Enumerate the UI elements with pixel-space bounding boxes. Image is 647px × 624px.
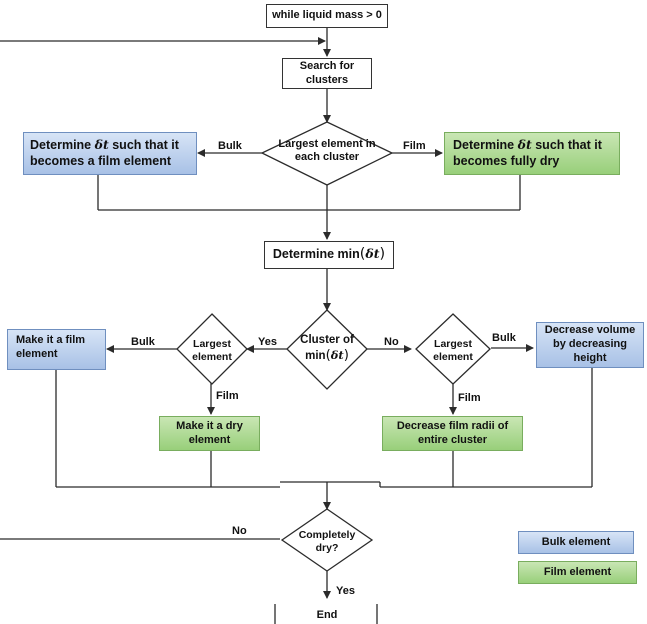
- edge-label-film-right: Film: [458, 392, 481, 404]
- make-film-label: Make it a film element: [16, 334, 86, 360]
- legend-bulk-label: Bulk element: [541, 535, 611, 548]
- legend-film: Film element: [518, 561, 637, 584]
- cluster-pre: Cluster of: [300, 334, 354, 346]
- edge-label-bulk-top: Bulk: [218, 140, 242, 152]
- determine-min-node: Determine min(δt): [264, 241, 394, 269]
- edge-label-yes-dry: Yes: [336, 585, 355, 597]
- end-label: End: [316, 609, 338, 621]
- edge-label-bulk-left: Bulk: [131, 336, 155, 348]
- det-film-pre: Determine: [453, 138, 515, 153]
- edge-label-film-top: Film: [403, 140, 426, 152]
- cluster-min: min: [305, 349, 326, 362]
- search-clusters-node: Search for clusters: [282, 58, 372, 89]
- edge-label-bulk-right: Bulk: [492, 332, 516, 344]
- delta-t-symbol: δt: [330, 347, 344, 362]
- search-label: Search for clusters: [299, 59, 355, 86]
- decision-diamond-top: [260, 121, 394, 186]
- edge-label-no-dry: No: [232, 525, 247, 537]
- legend-film-label: Film element: [543, 565, 612, 578]
- decision-diamond-dry: [280, 508, 374, 572]
- det-film-post: such that it becomes fully dry: [453, 138, 602, 168]
- left-decision-label: Largest element: [192, 338, 232, 363]
- det-bulk-post: such that it becomes a film element: [30, 138, 179, 168]
- make-dry-node: Make it a dry element: [159, 416, 260, 451]
- decrease-film-label: Decrease film radii of entire cluster: [396, 419, 509, 446]
- decrease-volume-label: Decrease volume by decreasing height: [544, 324, 636, 364]
- delta-t-symbol: δt: [94, 137, 109, 153]
- decrease-volume-node: Decrease volume by decreasing height: [536, 322, 644, 368]
- right-decision-label: Largest element: [433, 338, 473, 363]
- decision-diamond-right: [415, 313, 491, 385]
- edge-label-no-cluster: No: [384, 336, 399, 348]
- det-min-label: Determine min: [272, 247, 360, 262]
- decrease-film-node: Decrease film radii of entire cluster: [382, 416, 523, 451]
- start-node: while liquid mass > 0: [266, 4, 388, 28]
- decision-diamond-left: [176, 313, 248, 385]
- legend-bulk: Bulk element: [518, 531, 634, 554]
- edge-label-film-left: Film: [216, 390, 239, 402]
- completely-dry-label: Completely dry?: [298, 529, 356, 554]
- cluster-decision-label: Cluster of min(δt): [290, 334, 364, 364]
- det-bulk-pre: Determine: [30, 138, 92, 153]
- delta-t-symbol: δt: [365, 246, 380, 262]
- make-dry-label: Make it a dry element: [176, 419, 243, 446]
- delta-t-symbol: δt: [517, 137, 532, 153]
- determine-bulk-node: Determine δt such that it becomes a film…: [23, 132, 197, 175]
- make-film-node: Make it a film element: [7, 329, 106, 370]
- decision-top-label: Largest element in each cluster: [278, 138, 376, 164]
- start-label: while liquid mass > 0: [272, 9, 382, 22]
- decision-diamond-cluster: [286, 309, 368, 390]
- edge-label-yes-cluster: Yes: [258, 336, 277, 348]
- determine-film-node: Determine δt such that it becomes fully …: [444, 132, 620, 175]
